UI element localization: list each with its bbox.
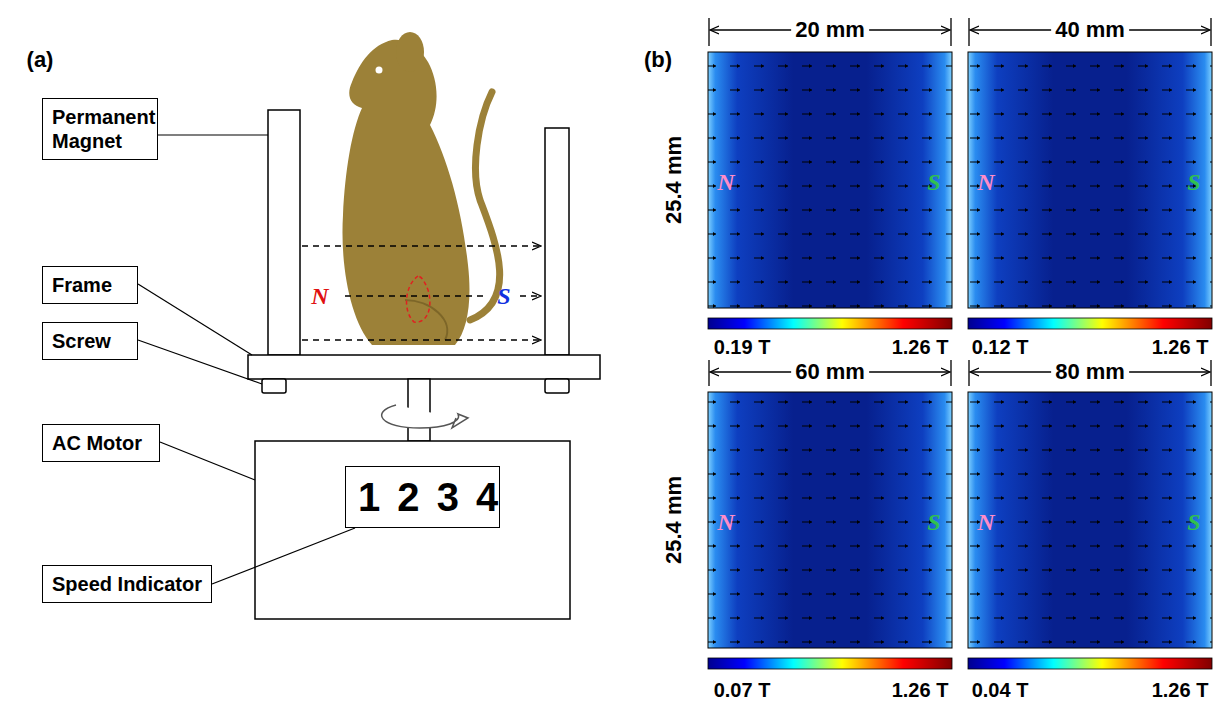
mouse — [342, 32, 499, 345]
pole-letter: S — [1187, 169, 1200, 196]
scale-value: 0.12 T — [972, 336, 1029, 359]
pole-letter: N — [717, 509, 734, 536]
motor-body — [255, 441, 570, 619]
pole-letter: N — [977, 169, 994, 196]
scale-value: 0.04 T — [972, 679, 1029, 702]
scale-value: 1.26 T — [1152, 679, 1209, 702]
rotation-arrow — [382, 405, 468, 428]
speed-display: 1 2 3 4 — [345, 466, 500, 528]
field-lines — [302, 246, 540, 340]
screw — [262, 379, 286, 393]
scale-value: 0.07 T — [714, 679, 771, 702]
frame-plate — [248, 355, 600, 379]
pole-letter: N — [977, 509, 994, 536]
pole-letter: S — [927, 169, 940, 196]
leader-line — [212, 528, 355, 584]
pole-letter: N — [311, 283, 328, 310]
part-label: AC Motor — [42, 424, 160, 462]
scale-value: 0.19 T — [714, 336, 771, 359]
node-text: Screw — [52, 329, 128, 353]
part-label: Frame — [42, 266, 138, 304]
panel-letter: (b) — [644, 47, 672, 73]
dimension: 20 mm — [791, 17, 869, 43]
dimension: 40 mm — [1051, 17, 1129, 43]
magnet-north — [268, 110, 300, 355]
node-text: Permanent Magnet — [52, 105, 148, 153]
scale-value: 1.26 T — [892, 679, 949, 702]
magnet-south — [545, 128, 569, 355]
part-label: Speed Indicator — [42, 565, 212, 603]
panel-letter: (a) — [27, 47, 54, 73]
dimension: 25.4 mm — [661, 472, 687, 568]
pole-letter: S — [927, 509, 940, 536]
field-maps — [708, 52, 1212, 648]
node-text: Speed Indicator — [52, 572, 202, 596]
part-label: Screw — [42, 322, 138, 360]
pole-letter: S — [497, 283, 510, 310]
node-text: AC Motor — [52, 431, 150, 455]
colorbars — [708, 318, 1212, 669]
part-label: Permanent Magnet — [42, 98, 158, 160]
scale-value: 1.26 T — [1152, 336, 1209, 359]
node-text: Frame — [52, 273, 128, 297]
screw — [545, 379, 569, 393]
dimension-lines — [709, 18, 1211, 386]
dimension: 80 mm — [1051, 359, 1129, 385]
scale-value: 1.26 T — [892, 336, 949, 359]
pole-letter: N — [717, 169, 734, 196]
dimension: 25.4 mm — [661, 132, 687, 228]
pole-letter: S — [1187, 509, 1200, 536]
dimension: 60 mm — [791, 359, 869, 385]
node-text: 1 2 3 4 — [358, 473, 487, 521]
